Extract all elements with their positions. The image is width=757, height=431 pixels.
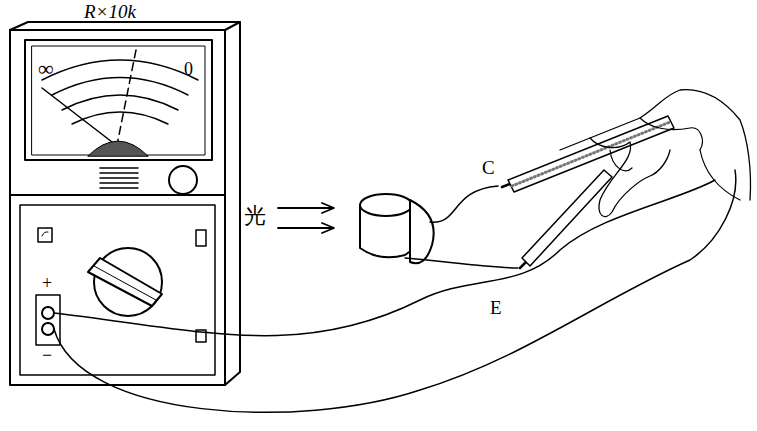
- label-text: 0: [184, 60, 193, 78]
- label-text: ∞: [38, 58, 54, 80]
- label-text: +: [42, 274, 52, 292]
- label-text: E: [490, 298, 502, 317]
- label-text: −: [42, 346, 52, 364]
- label-text: R×10k: [84, 2, 136, 21]
- label-text: 光: [244, 205, 266, 227]
- label-text: C: [482, 158, 495, 177]
